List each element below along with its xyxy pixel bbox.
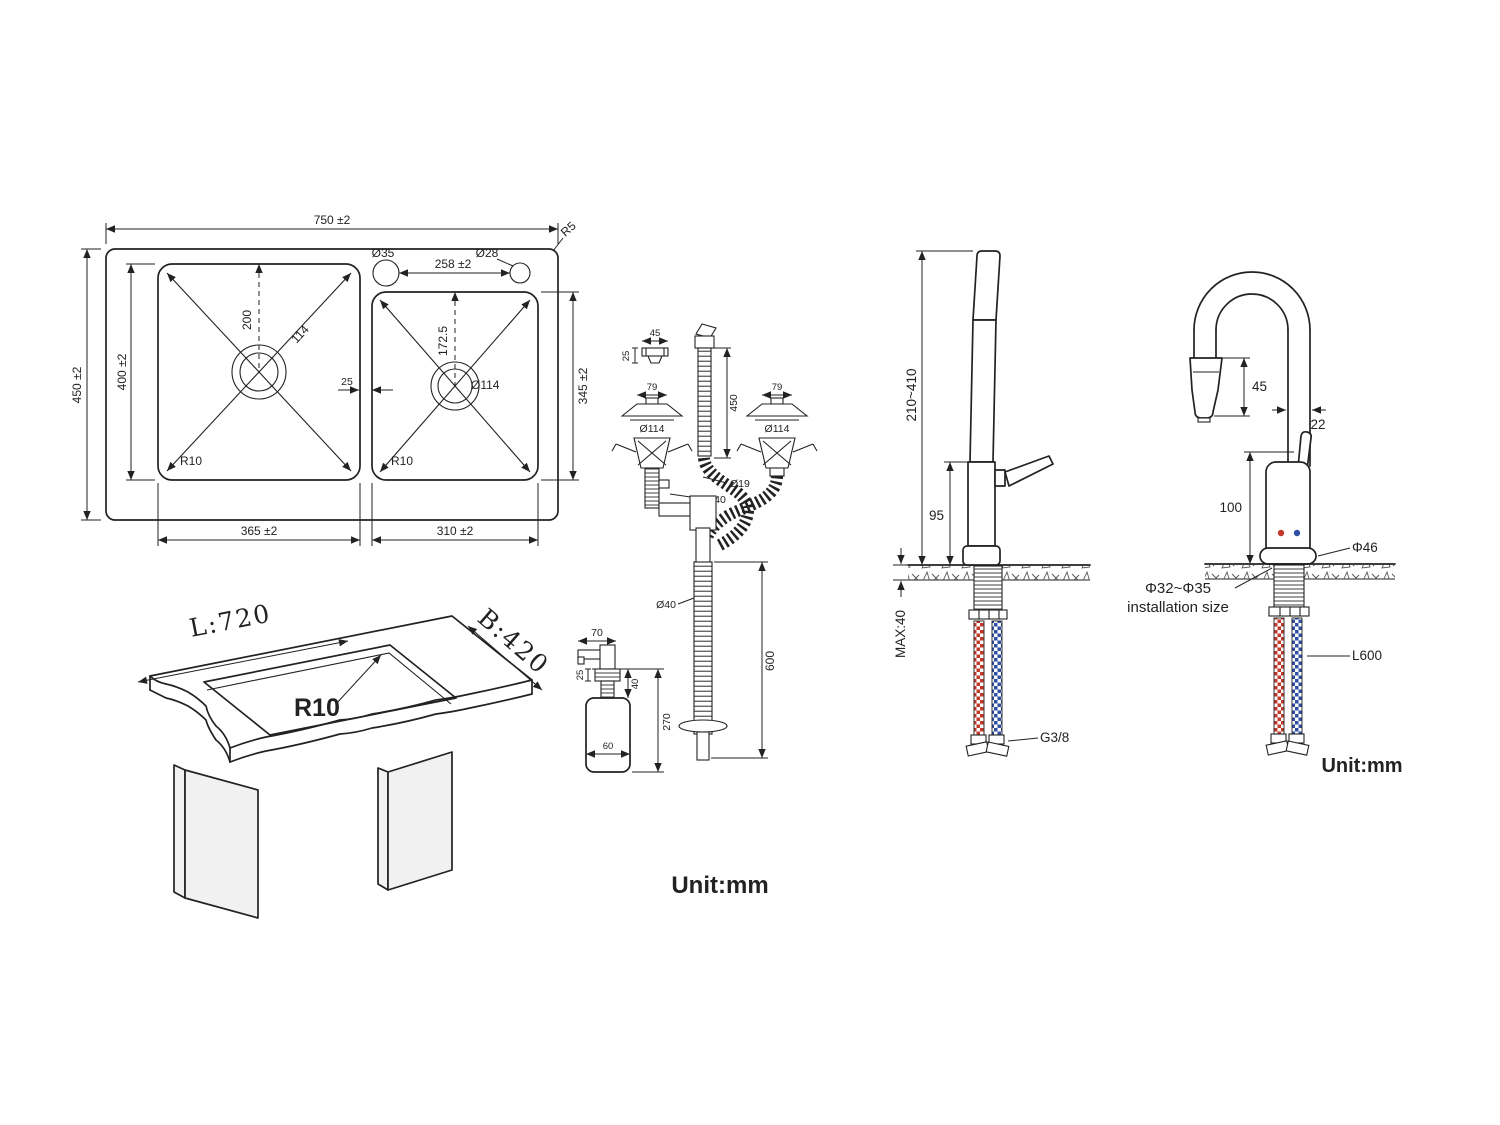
sink-outer-rim (105, 248, 559, 521)
dim-dispenser-collar: 25 (575, 670, 586, 681)
dim-dispenser-thread: 40 (630, 679, 641, 690)
dim-dispenser-height: 270 (661, 713, 673, 731)
dim-dispenser-spout: 70 (591, 627, 603, 639)
dispenser-bottle (585, 697, 631, 773)
dim-strainer1-dia: Ø114 (640, 423, 665, 435)
dim-left-bowl-width: 365 ±2 (241, 524, 278, 538)
dim-pipe-length: 600 (763, 651, 777, 671)
dim-right-depth: 345 ±2 (576, 367, 590, 404)
pipe-flange (678, 719, 728, 733)
faucet1-body (967, 461, 996, 547)
dim-hole2: Ø28 (476, 246, 499, 260)
dim-pipe-dia: Ø40 (656, 599, 676, 611)
drain-assembly-view: 45 25 450 79 Ø114 (575, 323, 818, 773)
left-strainer: 79 Ø114 (611, 382, 693, 509)
dim-right-bowl-width: 310 ±2 (437, 524, 474, 538)
dim-left-bowl-center: 200 (240, 310, 254, 330)
gooseneck-outer (1193, 271, 1311, 331)
faucet-hole-large (372, 259, 400, 287)
dim-outer-radius: R5 (558, 218, 579, 239)
left-leg (184, 769, 259, 919)
sprayer-head (1189, 357, 1223, 419)
faucet2-shank (1273, 564, 1305, 608)
sink-top-view: 200 114 R10 172.5 Ø114 R10 Ø35 Ø28 258 ±… (70, 213, 590, 546)
dim-overflow-width: 45 (650, 328, 661, 339)
unit-label-right: Unit:mm (1321, 755, 1402, 777)
dim-counter-max-thickness: MAX:40 (893, 610, 908, 658)
dim-total-width: 750 ±2 (314, 213, 351, 227)
faucet-side-view: 210~410 95 MAX:40 G3/8 (893, 250, 1091, 757)
dim-hose-length: L600 (1352, 648, 1382, 663)
faucet-front-view: 45 22 100 Φ46 Φ32~Φ35 installation size … (1127, 271, 1403, 777)
dim-strainer1-top: 79 (647, 382, 658, 393)
dim-faucet1-height-range: 210~410 (904, 369, 919, 422)
dim-hole-span: 258 ±2 (435, 257, 472, 271)
unit-label-center: Unit:mm (671, 872, 768, 899)
dim-overflow-height: 25 (621, 351, 632, 362)
faucet1-base (962, 545, 1001, 566)
hose-nut-cold-2 (1285, 740, 1310, 756)
dim-thread-size: G3/8 (1040, 730, 1069, 745)
faucet2-base (1259, 547, 1317, 565)
faucet2-handle (1297, 430, 1313, 471)
dim-left-bowl-drain: 114 (288, 322, 312, 346)
dim-faucet1-body-height: 95 (929, 508, 944, 523)
dim-sprayer-length: 45 (1252, 379, 1267, 394)
dim-right-bowl-drain: Ø114 (471, 378, 500, 392)
cold-indicator-dot (1293, 529, 1301, 537)
hose-nut-hot (965, 741, 990, 757)
aerator (1197, 417, 1211, 423)
hot-indicator-dot (1277, 529, 1285, 537)
countertop-cutout-view: L:720 B:420 R10 (137, 599, 555, 919)
dim-install-label: installation size (1127, 599, 1229, 616)
faucet1-spout (972, 250, 1001, 321)
right-strainer: 79 Ø114 (736, 382, 818, 477)
overflow-hose (697, 347, 712, 457)
hose-nut-hot-2 (1265, 740, 1290, 756)
dim-left-bowl-radius: R10 (180, 454, 202, 468)
dim-right-bowl-center: 172.5 (436, 326, 450, 356)
dim-bowl-gap: 25 (341, 376, 353, 388)
gooseneck-inner (1215, 293, 1289, 331)
dim-strainer2-dia: Ø114 (765, 423, 790, 435)
dim-cutout-radius: R10 (294, 694, 340, 722)
faucet1-handle (1004, 455, 1054, 487)
right-leg-side (377, 767, 389, 891)
dim-faucet2-body-height: 100 (1219, 500, 1242, 515)
dim-right-bowl-radius: R10 (391, 454, 413, 468)
left-leg-side (173, 764, 186, 899)
dim-inner-depth: 400 ±2 (115, 353, 129, 390)
soap-dispenser: 70 25 40 60 270 (575, 627, 673, 773)
dim-base-diameter: Φ46 (1352, 540, 1378, 555)
supply-hose-cold (991, 620, 1003, 736)
dim-hole1: Ø35 (372, 246, 395, 260)
faucet2-body (1265, 461, 1311, 557)
waste-pipe (693, 561, 713, 735)
right-leg (387, 751, 453, 891)
dim-overflow-dia: Ø19 (730, 478, 750, 490)
dim-strainer2-top: 79 (772, 382, 783, 393)
supply-hose-cold-2 (1291, 617, 1303, 735)
faucet1-shank (973, 565, 1003, 611)
right-drain-circle (430, 361, 480, 411)
supply-hose-hot (973, 620, 985, 736)
supply-hose-hot-2 (1273, 617, 1285, 735)
hose-nut-cold (985, 741, 1010, 757)
dim-overflow-hose-length: 450 (728, 394, 740, 412)
dim-install-diameter: Φ32~Φ35 (1145, 580, 1211, 597)
dim-dispenser-width: 60 (603, 741, 614, 752)
dim-cutout-length: L:720 (187, 599, 274, 643)
waste-tee (689, 495, 717, 531)
dim-total-depth: 450 ±2 (70, 366, 84, 403)
dim-pipe-width: 22 (1310, 417, 1325, 432)
